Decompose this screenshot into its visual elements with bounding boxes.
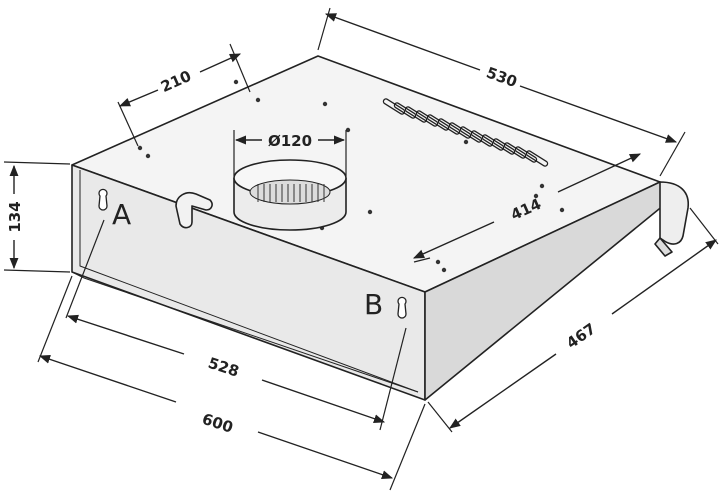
mounting-hole: [435, 259, 441, 265]
mounting-hole: [145, 153, 151, 159]
mounting-hole: [137, 145, 143, 151]
mount-label-a: A: [112, 198, 131, 231]
outlet-grille: [257, 184, 325, 202]
outlet-collar: [233, 159, 347, 231]
keyhole-a: [98, 188, 108, 211]
dim-530-label: 530: [484, 63, 520, 91]
mounting-hole: [233, 79, 239, 85]
mounting-hole: [345, 127, 351, 133]
dim-210-label: 210: [158, 67, 194, 96]
dim-120-label: Ø120: [268, 132, 312, 150]
vent-slot: [525, 150, 549, 167]
mounting-hole: [463, 139, 469, 145]
dimension-height: 134: [3, 161, 71, 273]
mounting-hole: [533, 193, 539, 199]
mount-label-b: B: [364, 288, 383, 321]
front-bevel-line: [79, 170, 419, 393]
side-bracket: [659, 181, 689, 245]
dim-600-label: 600: [200, 410, 235, 437]
mounting-hole: [539, 183, 545, 189]
mounting-hole: [255, 97, 261, 103]
mounting-hole: [367, 209, 373, 215]
dim-134-label: 134: [6, 201, 24, 232]
keyhole-b: [397, 296, 407, 319]
dim-467-label: 467: [563, 320, 599, 353]
cable-clip: [175, 191, 213, 229]
mounting-hole: [322, 101, 328, 107]
dim-528-label: 528: [206, 354, 241, 381]
mounting-hole: [441, 267, 447, 273]
mounting-hole: [559, 207, 565, 213]
vent-slots: [382, 98, 549, 167]
hood-body: [71, 55, 689, 401]
dimension-inner-depth: 414: [412, 153, 642, 263]
dimension-outlet-diameter: Ø120: [233, 130, 347, 176]
